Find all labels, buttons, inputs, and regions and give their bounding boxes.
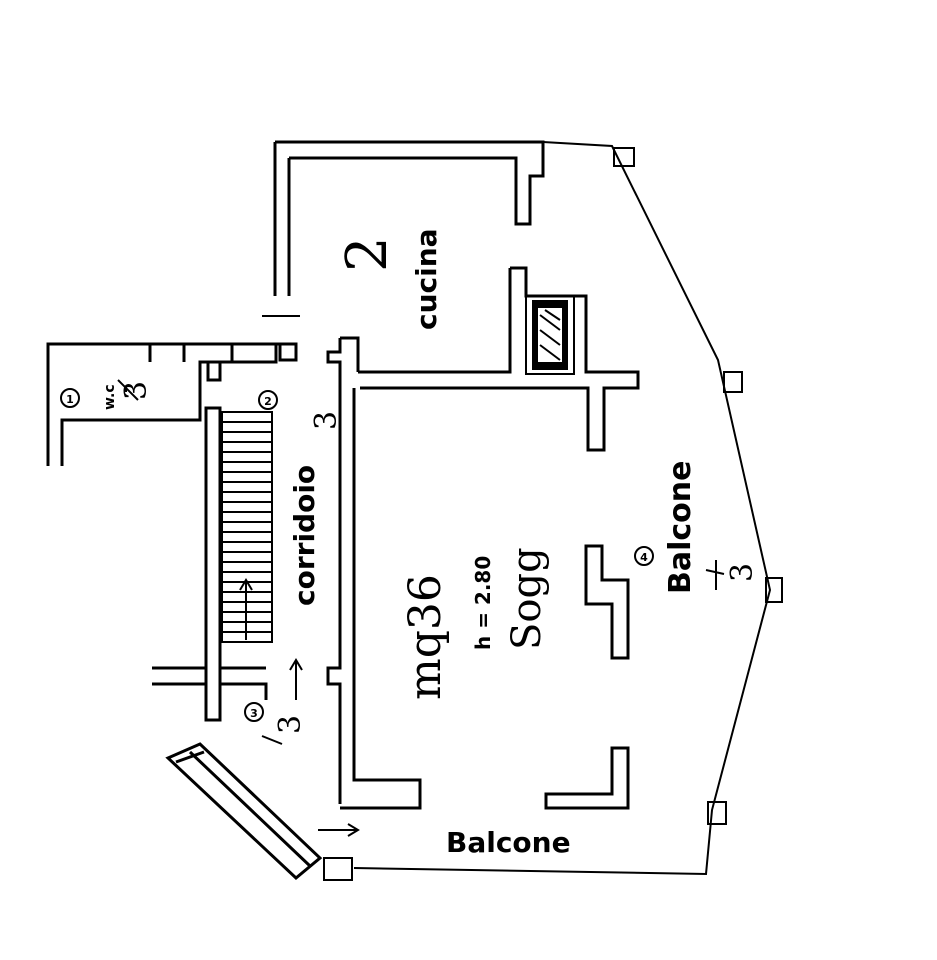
label-num-3-corridor: 3	[309, 411, 344, 430]
stove-box	[525, 295, 575, 375]
balcone-post-2	[723, 371, 743, 393]
pillar-center	[584, 544, 630, 660]
label-balcone-bottom: Balcone	[446, 826, 571, 859]
marker-entry: 3	[244, 702, 264, 722]
balcone-outline	[353, 141, 772, 876]
label-cucina: cucina	[410, 228, 443, 330]
marker-wc: 1	[60, 388, 80, 408]
wall-wc	[46, 342, 298, 466]
label-balcone-right: Balcone	[663, 461, 698, 595]
wall-kitchen-partition	[358, 266, 640, 452]
label-num-3-entry: 3	[273, 715, 308, 734]
label-num-2: 2	[335, 236, 400, 272]
label-corridoio: corridoio	[288, 465, 321, 606]
marker-balcone: 4	[634, 546, 654, 566]
fraction-stroke-wc	[117, 379, 139, 401]
svg-text:2: 2	[264, 395, 272, 408]
stair-arrow	[239, 578, 253, 640]
door-arrow-bottom	[318, 823, 360, 837]
staircase	[221, 411, 273, 643]
fraction-stroke-entry	[261, 735, 283, 745]
stove-hatch	[532, 300, 568, 370]
label-height: h = 2.80	[471, 556, 495, 650]
svg-text:1: 1	[66, 393, 74, 406]
label-num-3-wc: 3	[119, 381, 154, 400]
svg-text:4: 4	[640, 551, 648, 564]
balcone-post-5	[323, 857, 353, 881]
balcone-post-3	[765, 577, 783, 603]
wall-corridor-right	[326, 336, 422, 810]
wall-top-left	[273, 142, 291, 296]
label-area: mq36	[400, 574, 451, 700]
window-bottom-left	[165, 742, 323, 881]
label-num-3-balcone: 3	[725, 563, 760, 582]
balcone-post-4	[707, 801, 727, 825]
pillar-bottom	[544, 746, 630, 810]
label-wc: w.c	[102, 384, 118, 410]
stove-hatch-lines	[539, 309, 561, 361]
fraction-stroke-balcone	[705, 560, 725, 590]
door-arrow-corridor	[289, 658, 303, 700]
wall-corridor-lower	[152, 666, 268, 700]
marker-corridor: 2	[258, 390, 278, 410]
wall-stair-left	[204, 406, 222, 722]
balcone-post-1	[613, 147, 635, 167]
svg-text:3: 3	[250, 707, 258, 720]
wall-top	[275, 140, 545, 226]
label-soggiorno: Sogg	[504, 547, 550, 650]
